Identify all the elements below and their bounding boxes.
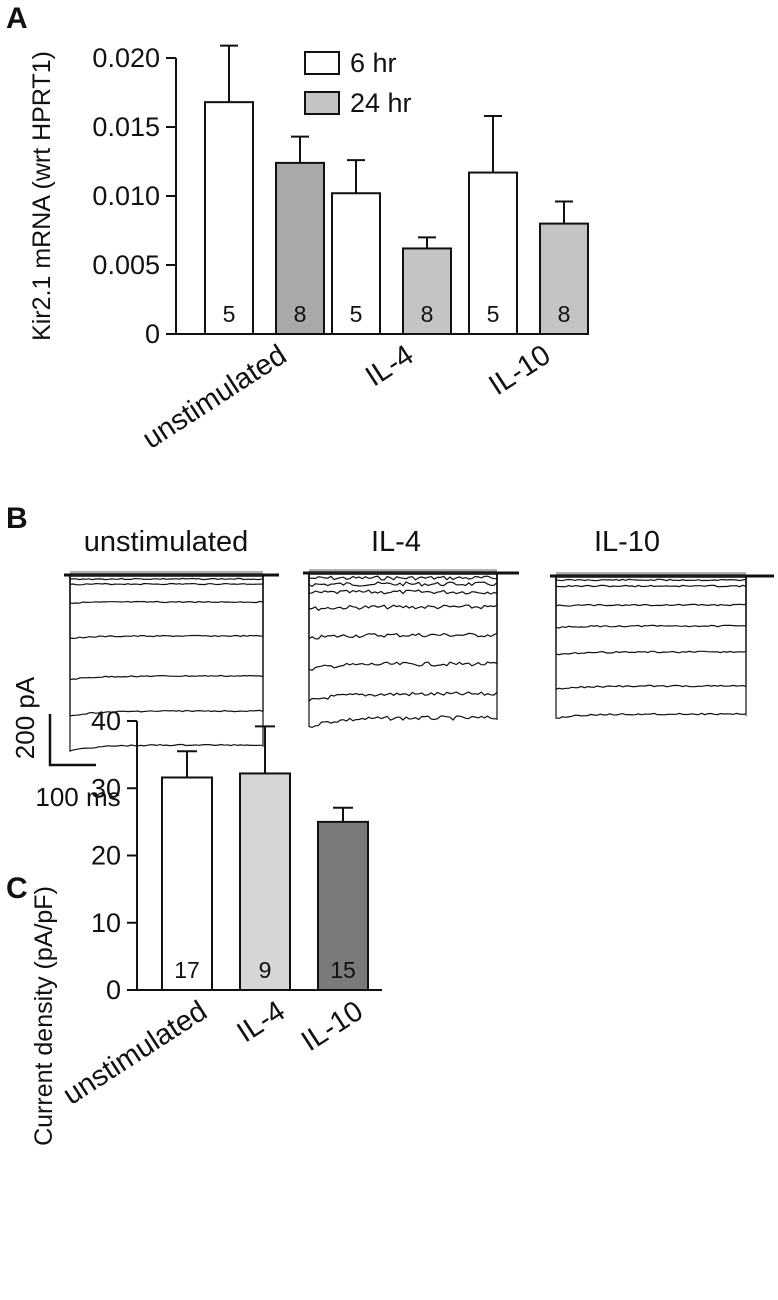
chart-a-bar	[402, 247, 452, 335]
chart-a-n-label: 8	[421, 301, 434, 327]
scale-bar-current-label: 200 pA	[10, 676, 40, 759]
chart-c-bar	[161, 776, 213, 991]
trace-sweep	[553, 575, 747, 582]
chart-a-n-label: 8	[294, 301, 307, 327]
trace-sweep	[306, 572, 498, 581]
trace-title-il10: IL-10	[594, 526, 660, 558]
chart-a-legend-swatch	[304, 51, 340, 75]
scale-bar-time-label: 100 ms	[35, 782, 120, 812]
chart-c-category-label: unstimulated	[57, 995, 212, 1111]
trace-sweep	[67, 574, 264, 717]
chart-a-bar	[468, 171, 518, 335]
chart-a-bar	[275, 161, 325, 335]
chart-a-category-label: IL-4	[360, 339, 419, 393]
chart-c-n-label: 9	[259, 957, 272, 983]
trace-title-il4: IL-4	[371, 526, 421, 558]
chart-a-legend-label: 6 hr	[350, 48, 397, 78]
chart-a-category-label: unstimulated	[137, 339, 292, 455]
trace-sweep	[67, 574, 264, 605]
chart-a-legend-swatch	[304, 91, 340, 115]
trace-sweep	[553, 575, 747, 691]
chart-c-ytick-label: 10	[91, 908, 121, 938]
chart-c-n-label: 15	[330, 957, 356, 983]
trace-sweep	[306, 572, 498, 595]
trace-sweep	[553, 575, 747, 656]
chart-c-bar	[239, 772, 291, 992]
chart-a-bar	[539, 222, 589, 336]
panel-label-a: A	[6, 2, 28, 35]
chart-c: Current density (pA/pF) 0 10 20 30 40 unstimu…	[30, 706, 382, 1146]
chart-a-bar	[204, 101, 254, 335]
chart-a-ytick-label: 0	[145, 319, 160, 349]
chart-a-category-label: IL-10	[483, 339, 556, 402]
chart-a: Kir2.1 mRNA (wrt HPRT1) 0 0.005 0.010 0.015…	[28, 43, 589, 455]
chart-a-ytick-label: 0.005	[92, 250, 160, 280]
chart-c-ytick-label: 0	[106, 975, 121, 1005]
chart-a-bar	[331, 192, 381, 335]
chart-c-ytick-label: 20	[91, 841, 121, 871]
chart-a-ytick-label: 0.010	[92, 181, 160, 211]
chart-c-bar	[317, 820, 369, 991]
chart-c-ytick-label: 30	[91, 773, 121, 803]
chart-a-n-label: 5	[350, 301, 363, 327]
chart-a-n-label: 8	[558, 301, 571, 327]
trace-title-unstimulated: unstimulated	[84, 526, 248, 558]
trace-sweep	[553, 575, 747, 629]
chart-a-n-label: 5	[223, 301, 236, 327]
trace-sweep	[67, 574, 264, 581]
trace-sweep	[306, 572, 498, 729]
trace-sweep	[306, 572, 498, 612]
chart-c-category-label: IL-10	[296, 995, 369, 1058]
chart-a-n-label: 5	[487, 301, 500, 327]
trace-sweep	[67, 574, 264, 681]
chart-c-ylabel: Current density (pA/pF)	[30, 886, 58, 1146]
chart-c-n-label: 17	[174, 957, 200, 983]
trace-sweep	[306, 572, 498, 588]
trace-sweep	[306, 572, 498, 703]
trace-sweep	[553, 575, 747, 607]
trace-sweep	[553, 575, 747, 588]
trace-sweep	[67, 574, 264, 752]
trace-sweep	[553, 575, 747, 719]
chart-c-category-label: IL-4	[231, 995, 290, 1049]
chart-a-ytick-label: 0.020	[92, 43, 160, 73]
panel-label-c: C	[6, 872, 28, 905]
scale-bar	[48, 714, 96, 767]
trace-sweep	[67, 574, 264, 586]
trace-sweep	[306, 572, 498, 640]
chart-a-legend: 6 hr 24 hr	[304, 48, 412, 118]
chart-a-ylabel: Kir2.1 mRNA (wrt HPRT1)	[28, 51, 56, 341]
chart-a-ytick-label: 0.015	[92, 112, 160, 142]
chart-a-legend-label: 24 hr	[350, 88, 412, 118]
current-traces: unstimulated IL-4 IL-10 200 pA 100 ms	[10, 526, 774, 812]
panel-label-b: B	[6, 502, 28, 535]
trace-sweep	[306, 572, 498, 671]
trace-sweep	[67, 574, 264, 640]
chart-c-ytick-label: 40	[91, 706, 121, 736]
